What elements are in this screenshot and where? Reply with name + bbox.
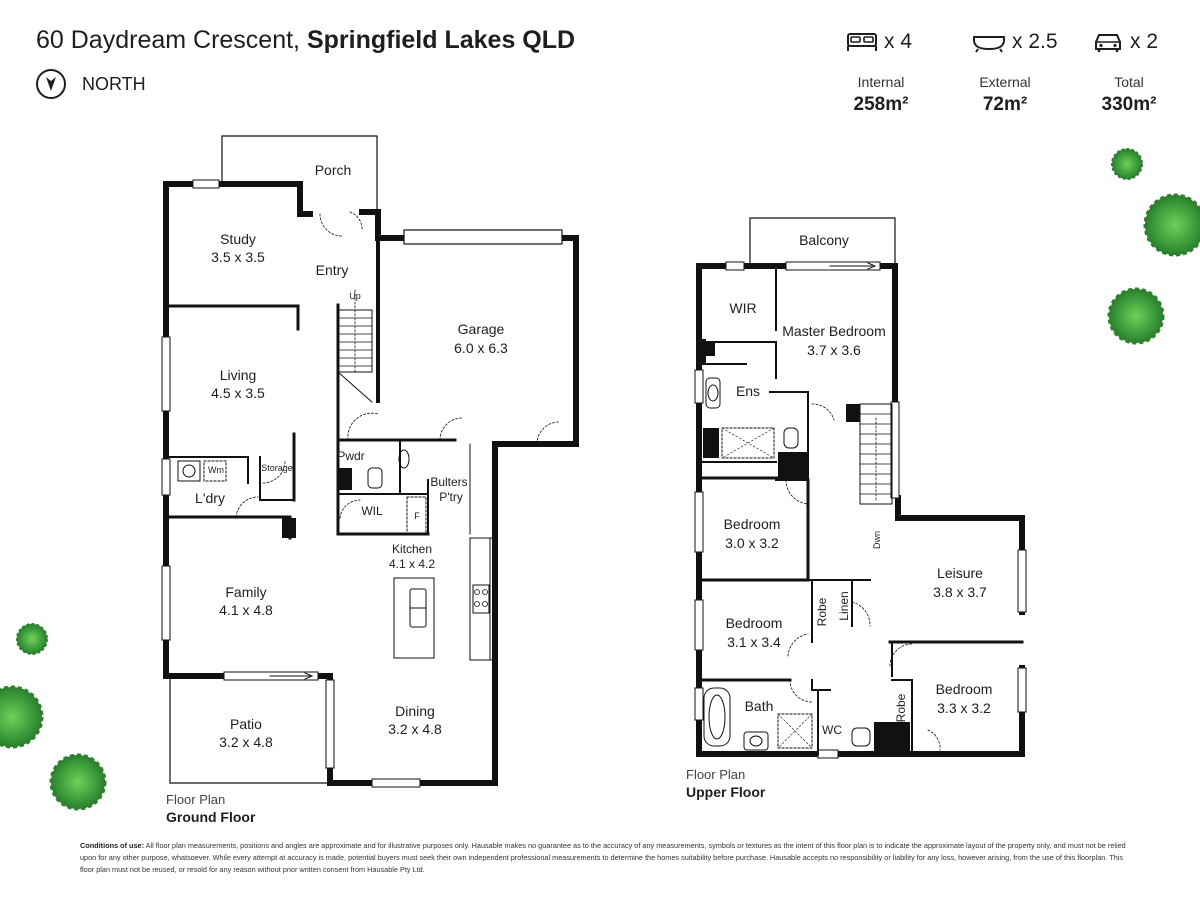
upper-floor-labels: Balcony WIR Master Bedroom 3.7 x 3.6 Ens… [724, 232, 993, 737]
room-leisure: Leisure [937, 565, 983, 581]
room-ensuite: Ens [736, 383, 760, 399]
cars-count: x 2 [1130, 30, 1159, 53]
room-wir: WIR [729, 300, 756, 316]
address-suburb: Springfield Lakes QLD [306, 26, 576, 54]
stair-down-label: Dwn [872, 531, 882, 549]
room-butlers-pantry: Bulters [430, 475, 467, 489]
conditions-lead: Conditions of use: [80, 841, 145, 850]
beds-count: x 4 [884, 30, 913, 53]
area-internal-label: Internal [857, 74, 905, 90]
room-balcony: Balcony [799, 232, 849, 248]
room-bedroom-3: Bedroom [726, 615, 783, 631]
room-family: Family [225, 584, 266, 600]
north-indicator: NORTH [36, 69, 146, 99]
area-total-value: 330m² [1101, 94, 1157, 115]
upper-floor-caption-top: Floor Plan [686, 767, 746, 782]
ground-floor-labels: Porch Study 3.5 x 3.5 Entry Up Garage 6.… [195, 162, 508, 750]
room-bedroom-2-dim: 3.0 x 3.2 [725, 535, 779, 551]
address-title: 60 Daydream Crescent, Springfield Lakes … [36, 26, 575, 55]
tree-icon [0, 148, 1200, 811]
room-living: Living [220, 367, 257, 383]
room-kitchen-dim: 4.1 x 4.2 [389, 557, 435, 571]
car-icon [1095, 34, 1121, 52]
room-dining: Dining [395, 703, 435, 719]
upper-floor-plan [694, 217, 1027, 759]
room-patio: Patio [230, 716, 262, 732]
upper-floor-caption-bottom: Upper Floor [686, 784, 766, 800]
room-dining-dim: 3.2 x 4.8 [388, 721, 442, 737]
upper-floor-caption: Floor Plan Upper Floor [686, 767, 765, 800]
address-street: 60 Daydream Crescent, [36, 26, 301, 54]
room-bedroom-3-dim: 3.1 x 3.4 [727, 634, 781, 650]
baths-count: x 2.5 [1012, 30, 1058, 53]
room-linen: Linen [837, 591, 851, 620]
bath-icon [973, 36, 1005, 53]
area-external-value: 72m² [982, 94, 1028, 115]
ground-floor-caption-top: Floor Plan [166, 792, 226, 807]
bed-icon [847, 33, 877, 51]
room-robe-1: Robe [815, 597, 829, 626]
room-robe-2: Robe [894, 693, 908, 722]
room-bedroom-4: Bedroom [936, 681, 993, 697]
conditions-body: All floor plan measurements, positions a… [80, 841, 1126, 874]
room-master-bedroom: Master Bedroom [782, 323, 885, 339]
room-garage-dim: 6.0 x 6.3 [454, 340, 508, 356]
room-study-dim: 3.5 x 3.5 [211, 249, 265, 265]
washing-machine-label: Wm [208, 465, 224, 475]
room-garage: Garage [458, 321, 505, 337]
ground-floor-caption: Floor Plan Ground Floor [166, 792, 255, 825]
fridge-label: F [414, 511, 420, 521]
room-living-dim: 4.5 x 3.5 [211, 385, 265, 401]
compass-icon [36, 69, 66, 99]
room-powder: Pwdr [337, 449, 364, 463]
room-leisure-dim: 3.8 x 3.7 [933, 584, 987, 600]
room-bath: Bath [745, 698, 774, 714]
room-kitchen: Kitchen [392, 542, 432, 556]
room-bedroom-2: Bedroom [724, 516, 781, 532]
room-patio-dim: 3.2 x 4.8 [219, 734, 273, 750]
room-bedroom-4-dim: 3.3 x 3.2 [937, 700, 991, 716]
ground-floor-caption-bottom: Ground Floor [166, 809, 256, 825]
room-master-bedroom-dim: 3.7 x 3.6 [807, 342, 861, 358]
area-internal-value: 258m² [853, 94, 909, 115]
room-butlers-pantry-2: P'try [439, 490, 463, 504]
area-external-label: External [979, 74, 1031, 90]
conditions-of-use: Conditions of use: All floor plan measur… [80, 840, 1130, 876]
feature-beds: x 4 [846, 30, 912, 54]
feature-cars: x 2 [1092, 30, 1158, 54]
area-external: External 72m² [950, 74, 1060, 116]
area-internal: Internal 258m² [826, 74, 936, 116]
area-total: Total 330m² [1074, 74, 1184, 116]
area-total-label: Total [1114, 74, 1144, 90]
room-storage: Storage [261, 463, 293, 473]
room-wil: WIL [361, 504, 383, 518]
room-entry: Entry [316, 262, 349, 278]
feature-baths: x 2.5 [972, 30, 1058, 54]
room-laundry: L'dry [195, 490, 225, 506]
north-label: NORTH [82, 73, 146, 94]
room-family-dim: 4.1 x 4.8 [219, 602, 273, 618]
room-porch: Porch [315, 162, 352, 178]
room-study: Study [220, 231, 256, 247]
stair-up-label: Up [349, 291, 361, 301]
ground-floor-plan [161, 135, 579, 788]
room-wc: WC [822, 723, 842, 737]
